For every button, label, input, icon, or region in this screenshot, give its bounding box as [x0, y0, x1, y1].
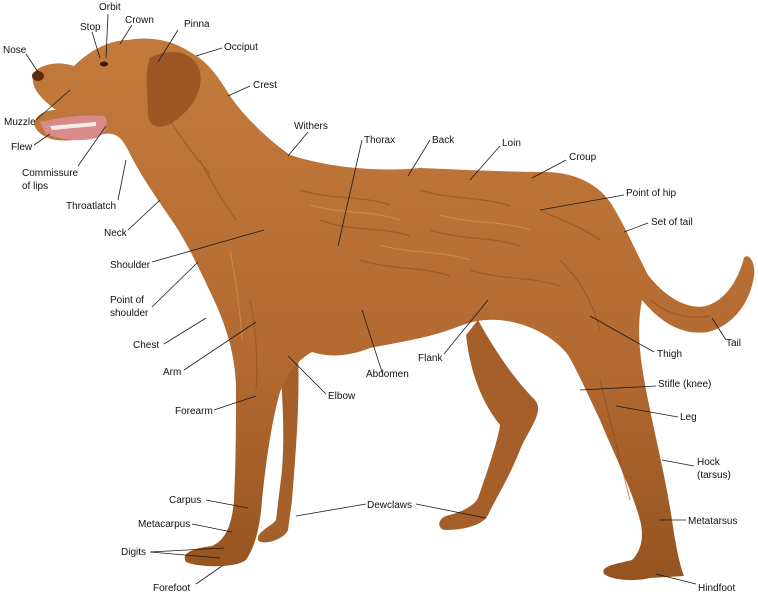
label-leg: Leg — [680, 412, 697, 423]
label-point-of-shoulder-line1: Point of — [110, 295, 144, 306]
nose-tip — [32, 71, 44, 81]
label-back: Back — [432, 135, 455, 146]
label-commissure-line1: Commissure — [22, 168, 79, 179]
label-metacarpus: Metacarpus — [138, 519, 190, 530]
label-hock-line1: Hock — [697, 457, 721, 468]
label-pinna: Pinna — [184, 19, 210, 30]
label-arm: Arm — [163, 367, 181, 378]
eye — [100, 62, 108, 67]
label-thorax: Thorax — [364, 135, 395, 146]
label-stop: Stop — [80, 22, 101, 33]
label-crown: Crown — [125, 15, 154, 26]
label-digits: Digits — [121, 547, 146, 558]
label-flew: Flew — [11, 142, 33, 153]
label-abdomen: Abdomen — [366, 369, 409, 380]
label-throatlatch: Throatlatch — [66, 201, 116, 212]
label-set-of-tail: Set of tail — [651, 217, 693, 228]
label-hindfoot: Hindfoot — [698, 583, 735, 594]
label-orbit: Orbit — [99, 2, 121, 13]
label-stifle: Stifle (knee) — [658, 379, 711, 390]
far-hindleg — [439, 320, 538, 530]
label-nose: Nose — [3, 45, 27, 56]
label-point-of-hip: Point of hip — [626, 188, 676, 199]
label-muzzle: Muzzle — [4, 117, 36, 128]
label-chest: Chest — [133, 340, 159, 351]
label-occiput: Occiput — [224, 42, 258, 53]
label-loin: Loin — [502, 138, 521, 149]
label-tail: Tail — [726, 338, 741, 349]
label-flank: Flank — [418, 353, 443, 364]
label-crest: Crest — [253, 80, 277, 91]
label-commissure-line2: of lips — [22, 181, 48, 192]
label-withers: Withers — [294, 121, 328, 132]
label-forefoot: Forefoot — [153, 583, 190, 594]
label-elbow: Elbow — [328, 391, 356, 402]
label-neck: Neck — [104, 228, 128, 239]
label-carpus: Carpus — [169, 495, 201, 506]
label-hock-line2: (tarsus) — [697, 470, 731, 481]
label-croup: Croup — [569, 152, 597, 163]
label-metatarsus: Metatarsus — [688, 516, 737, 527]
label-shoulder: Shoulder — [110, 260, 151, 271]
label-dewclaws: Dewclaws — [367, 500, 412, 511]
label-thigh: Thigh — [657, 349, 682, 360]
label-forearm: Forearm — [175, 406, 213, 417]
label-point-of-shoulder-line2: shoulder — [110, 308, 149, 319]
